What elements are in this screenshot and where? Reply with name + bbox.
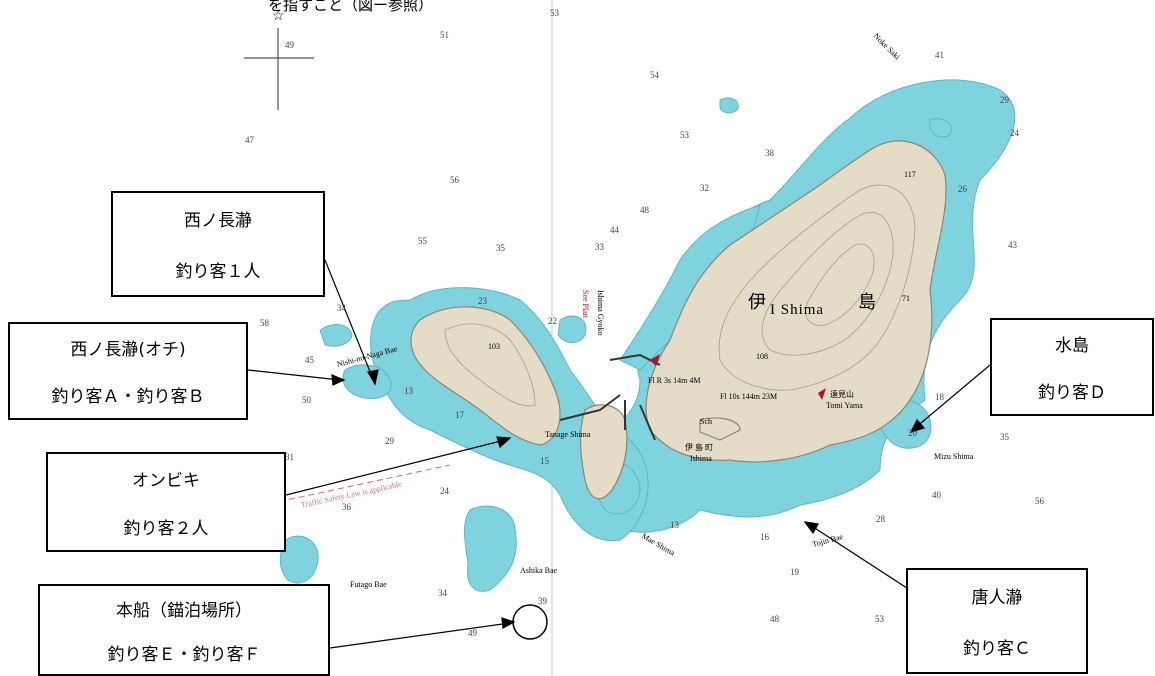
depth-sounding: 36: [342, 502, 351, 512]
depth-sounding: 48: [770, 614, 779, 624]
callout-place: 西ノ長瀞(オチ): [70, 340, 186, 360]
depth-sounding: 56: [1035, 496, 1044, 506]
depth-sounding: 19: [790, 567, 799, 577]
callout-nishi-nagabae-ochi: 西ノ長瀞(オチ) 釣り客Ａ・釣り客Ｂ: [8, 322, 248, 420]
callout-onbiki: オンビキ 釣り客２人: [46, 452, 286, 552]
futago-bae-label: Futago Bae: [350, 580, 387, 589]
depth-sounding: 38: [765, 148, 774, 158]
depth-sounding: 13: [404, 386, 413, 396]
depth-sounding: 16: [760, 532, 769, 542]
callout-place: 水島: [1055, 336, 1089, 356]
peak-103: 103: [488, 342, 500, 351]
depth-sounding: 35: [1000, 432, 1009, 442]
harbor-light-marker: [650, 354, 660, 366]
callout-place: 本船（錨泊場所）: [116, 600, 252, 621]
depth-sounding: 53: [550, 8, 559, 18]
callout-honsen: 本船（錨泊場所） 釣り客Ｅ・釣り客Ｆ: [38, 584, 330, 676]
depth-sounding: 26: [958, 184, 967, 194]
depth-sounding: 55: [418, 236, 427, 246]
depth-sounding: 51: [440, 30, 449, 40]
depth-sounding: 17: [455, 410, 464, 420]
north-arrow: [244, 28, 314, 110]
depth-sounding: 49: [285, 40, 294, 50]
depth-sounding: 32: [700, 183, 709, 193]
ishima-town-en-label: Ishima: [690, 454, 712, 463]
depth-sounding: 53: [875, 614, 884, 624]
callout-place: 唐人瀞: [971, 588, 1023, 608]
depth-sounding: 34: [337, 303, 346, 313]
depth-sounding: 47: [245, 135, 254, 145]
depth-sounding: 56: [450, 175, 459, 185]
depth-sounding: 18: [935, 392, 944, 402]
depth-sounding: 31: [285, 452, 294, 462]
leader-lines: [247, 259, 991, 649]
depth-sounding: 34: [438, 588, 447, 598]
depth-sounding: 45: [305, 355, 314, 365]
callout-toujinbae: 唐人瀞 釣り客Ｃ: [906, 568, 1088, 674]
peak-117: 117: [904, 170, 916, 179]
depth-sounding: 33: [595, 242, 604, 252]
callout-people: 釣り客Ａ・釣り客Ｂ: [51, 387, 205, 407]
depth-sounding: 29: [385, 436, 394, 446]
ishima-town-jp-label: 伊 島 町: [685, 443, 713, 452]
ishima-gyoko-label: Ishima Gyoko: [596, 290, 605, 336]
peak-71: 71: [902, 294, 910, 303]
ishima-en-label: I Shima: [770, 302, 825, 318]
ishima-jp-label-2: 島: [858, 292, 876, 312]
ishima-jp-label-1: 伊: [748, 292, 766, 312]
depth-sounding: 22: [548, 316, 557, 326]
depth-sounding: 49: [468, 628, 477, 638]
depth-sounding: 48: [640, 205, 649, 215]
header-text: を指すこと（図ー参照）: [268, 0, 433, 15]
callout-place: 西ノ長瀞: [184, 211, 252, 231]
depth-sounding: 23: [478, 296, 487, 306]
depth-sounding: 58: [260, 318, 269, 328]
land: [410, 140, 947, 500]
header-label: を指すこと（図ー参照）: [268, 0, 434, 14]
depth-sounding: 28: [876, 514, 885, 524]
lighthouse-marker: [818, 388, 826, 400]
depth-sounding: 50: [302, 395, 311, 405]
depth-sounding: 24: [1010, 128, 1019, 138]
depth-sounding: 53: [680, 130, 689, 140]
ashika-bae-label: Ashika Bae: [520, 566, 558, 575]
depth-sounding: 15: [540, 456, 549, 466]
peak-108: 108: [756, 352, 768, 361]
callout-place: オンビキ: [132, 470, 200, 491]
light-2-label: Fl 10s 144m 23M: [720, 392, 778, 401]
tomi-yama-en-label: Tomi Yama: [826, 401, 863, 410]
callout-people: 釣り客１人: [175, 262, 261, 282]
depth-sounding: 13: [670, 520, 679, 530]
callout-people: 釣り客Ｃ: [963, 639, 1031, 659]
callout-people: 釣り客Ｄ: [1038, 383, 1106, 403]
depth-sounding: 40: [932, 490, 941, 500]
mizu-shima-label: Mizu Shima: [934, 452, 974, 461]
contour-lines: [444, 184, 916, 407]
depth-sounding: 43: [1008, 240, 1017, 250]
depth-sounding: 39: [538, 596, 547, 606]
depth-sounding: 41: [935, 50, 944, 60]
depth-sounding: 35: [496, 243, 505, 253]
callout-mizushima: 水島 釣り客Ｄ: [990, 318, 1154, 416]
depth-sounding: 24: [440, 486, 449, 496]
callout-people: 釣り客Ｅ・釣り客Ｆ: [107, 644, 261, 665]
depth-sounding: 44: [610, 225, 619, 235]
tanage-shima-label: Tanage Shima: [545, 430, 591, 439]
callout-nishi-nagabae: 西ノ長瀞 釣り客１人: [111, 191, 325, 297]
compass-star-icon: ☆: [272, 9, 285, 24]
see-plan-label: See Plan: [581, 290, 590, 318]
depth-sounding: 20: [908, 428, 917, 438]
depth-sounding: 29: [1000, 95, 1009, 105]
callout-people: 釣り客２人: [123, 518, 209, 539]
depth-sounding: 54: [650, 70, 659, 80]
school-label: Sch: [700, 417, 712, 426]
tomi-yama-jp-label: 遠見山: [830, 390, 854, 399]
light-1-label: Fl R 3s 14m 4M: [648, 376, 701, 385]
